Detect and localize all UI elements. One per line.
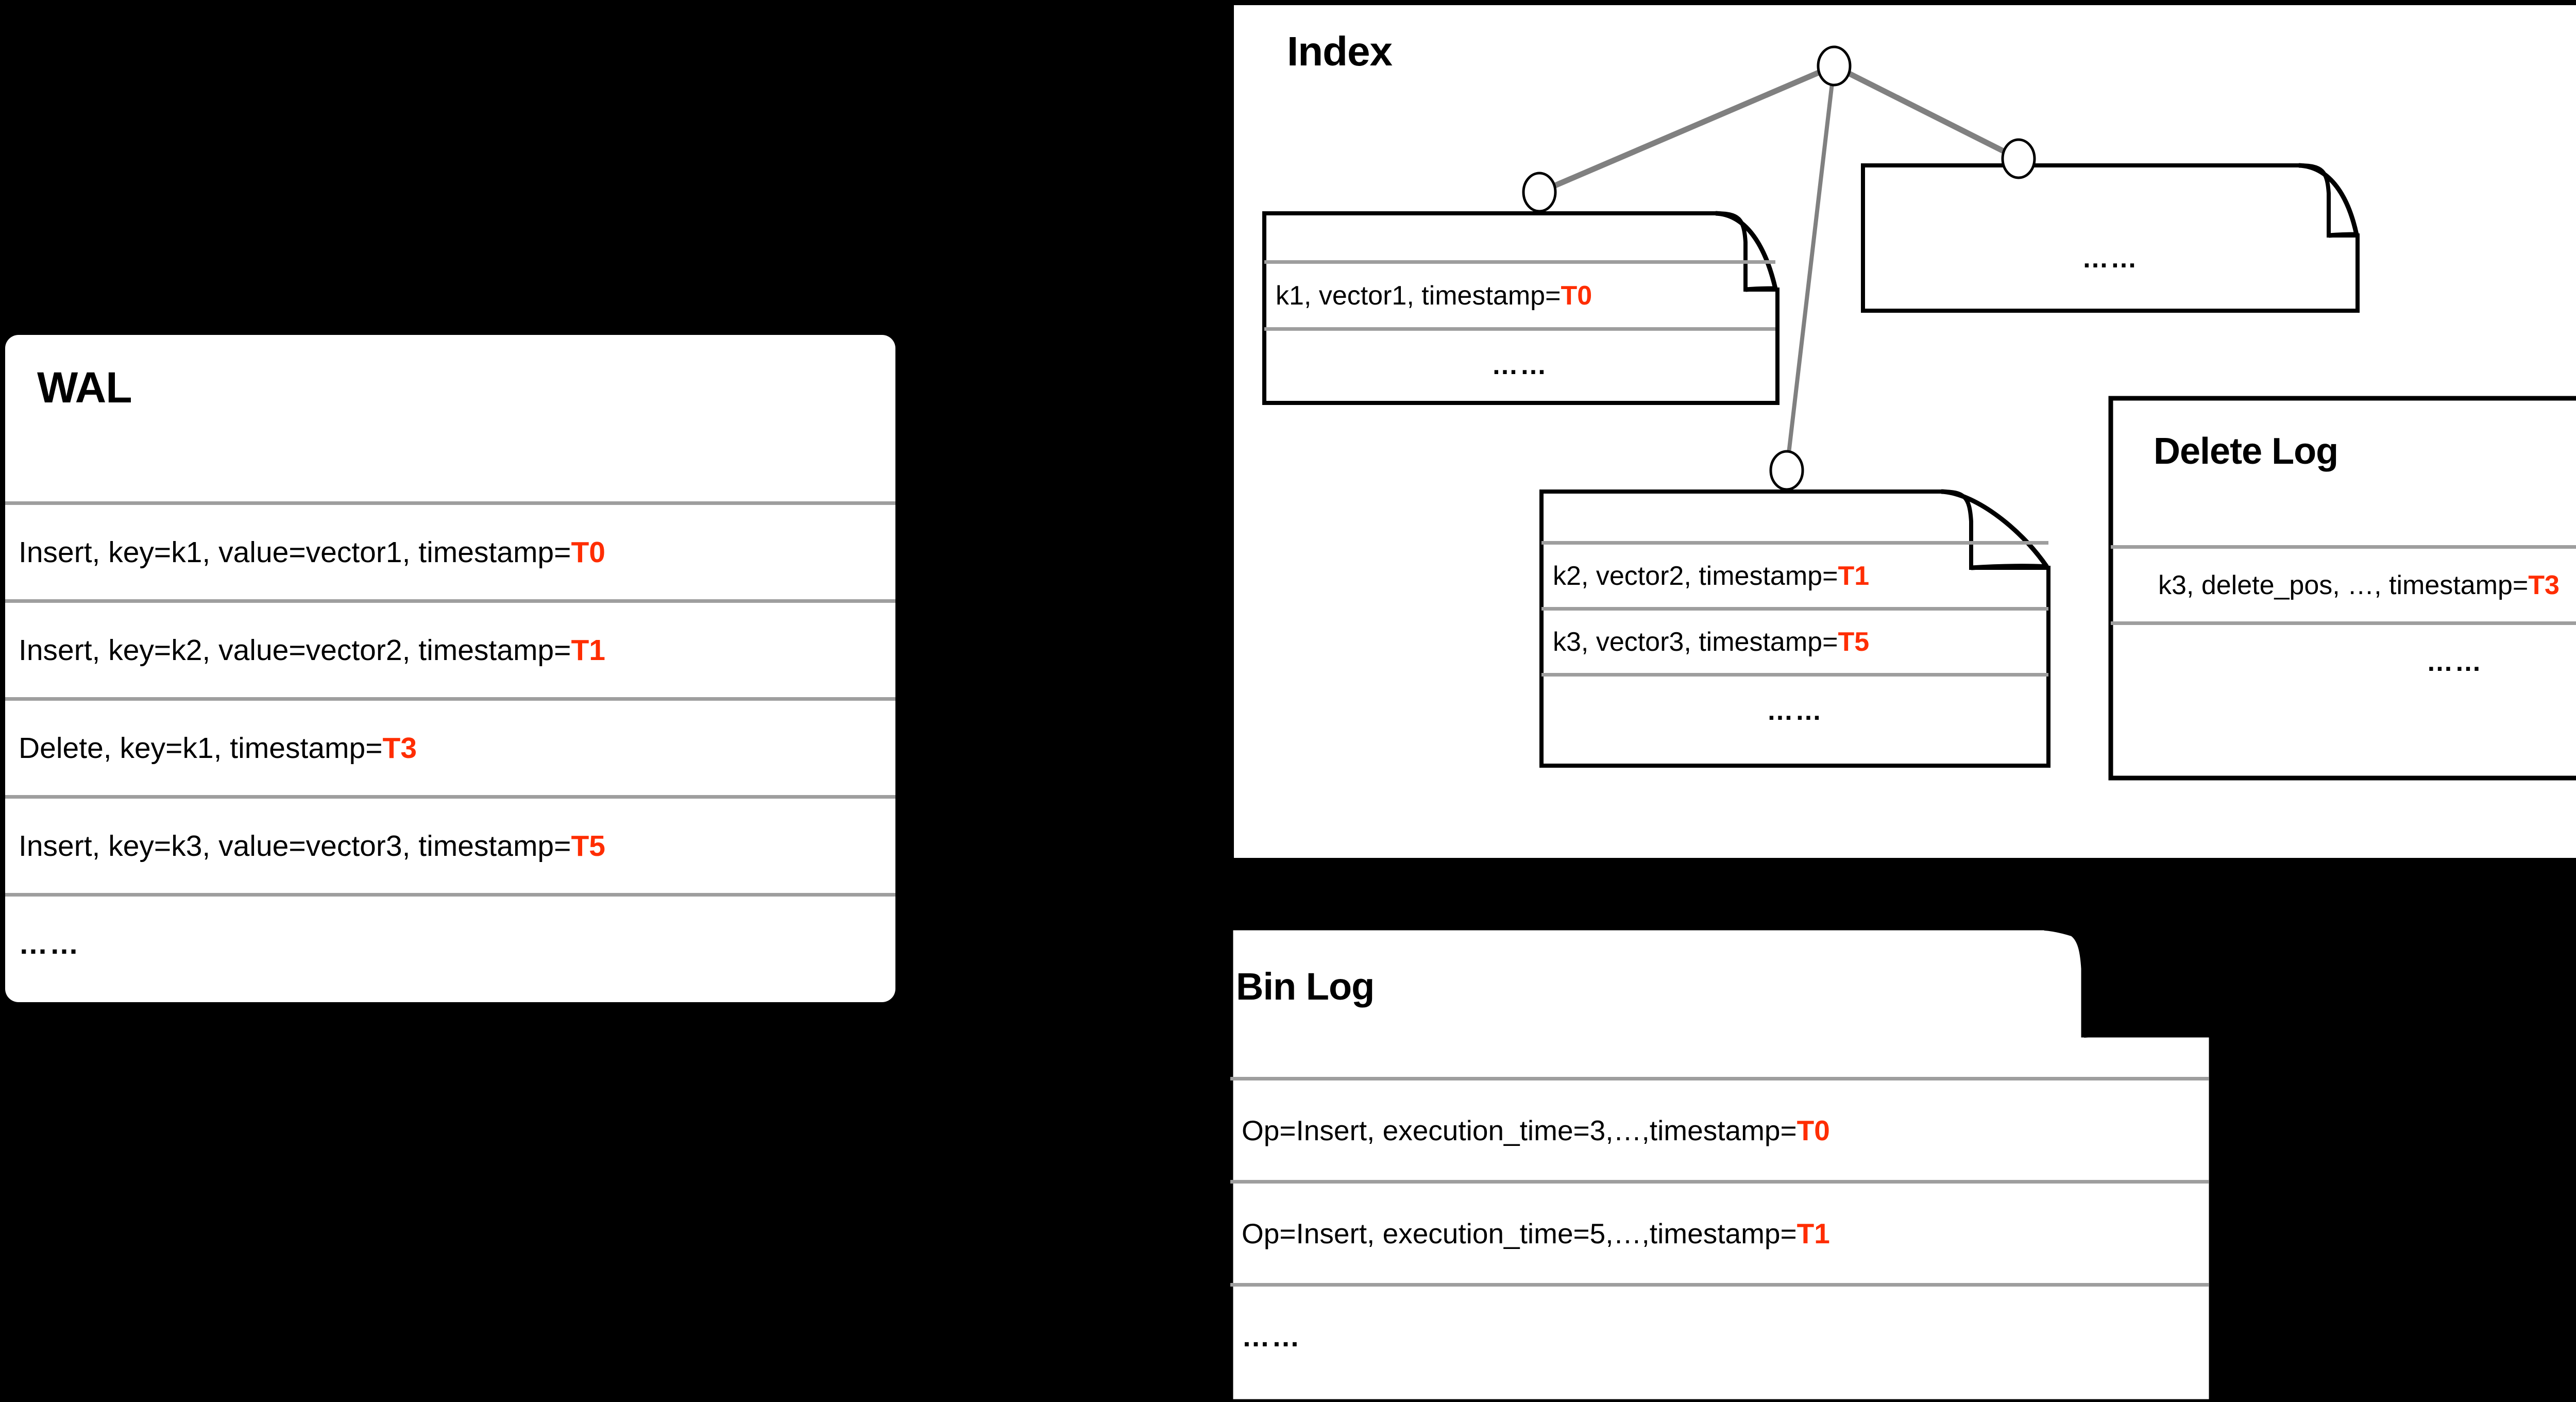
bin-log-row-2: …… — [1230, 1283, 2209, 1386]
bin-log-title: Bin Log — [1236, 965, 1375, 1008]
delete-log-outline — [2108, 396, 2576, 781]
segment-k2-k3-outline — [1539, 489, 2050, 768]
segment-k2-k3-row-0-text: k2, vector2, timestamp= — [1553, 561, 1838, 591]
wal-row-2: Delete, key=k1, timestamp=T3 — [5, 697, 895, 795]
bin-log-row-1: Op=Insert, execution_time=5,…,timestamp=… — [1230, 1180, 2209, 1283]
bin-log-row-1-text: Op=Insert, execution_time=5,…,timestamp= — [1242, 1217, 1797, 1249]
segment-k2-k3-row-list: k2, vector2, timestamp=T1 k3, vector3, t… — [1541, 541, 2048, 745]
segment-k2-k3-card: k2, vector2, timestamp=T1 k3, vector3, t… — [1539, 489, 2055, 768]
bin-log-row-2-text: …… — [1242, 1320, 1301, 1353]
segment-k1-row-0-text: k1, vector1, timestamp= — [1276, 280, 1561, 311]
segment-k2-k3-row-1: k3, vector3, timestamp=T5 — [1541, 607, 2048, 673]
segment-right-outline — [1861, 163, 2360, 313]
segment-k1-row-1-text: …… — [1492, 350, 1548, 380]
segment-k2-k3-row-0-timestamp: T1 — [1838, 561, 1870, 591]
bin-log-row-list: Op=Insert, execution_time=3,…,timestamp=… — [1230, 1077, 2209, 1386]
wal-row-3: Insert, key=k3, value=vector3, timestamp… — [5, 795, 895, 893]
bin-log-row-1-timestamp: T1 — [1797, 1217, 1830, 1249]
wal-row-list: Insert, key=k1, value=vector1, timestamp… — [5, 501, 895, 991]
wal-row-0-timestamp: T0 — [571, 535, 605, 569]
index-title: Index — [1287, 28, 1393, 74]
segment-k2-k3-row-0: k2, vector2, timestamp=T1 — [1541, 541, 2048, 607]
wal-row-4: …… — [5, 893, 895, 991]
delete-log-row-1: …… — [2111, 621, 2576, 699]
segment-right-row-0: …… — [1863, 228, 2358, 290]
wal-row-4-text: …… — [19, 927, 80, 960]
wal-row-2-timestamp: T3 — [382, 731, 417, 765]
segment-right-row-0-text: …… — [2082, 244, 2139, 274]
delete-log-card: Delete Log k3, delete_pos, …, timestamp=… — [2108, 396, 2576, 781]
wal-row-3-text: Insert, key=k3, value=vector3, timestamp… — [19, 829, 571, 863]
bin-log-row-0-timestamp: T0 — [1797, 1114, 1830, 1146]
segment-k2-k3-row-2: …… — [1541, 673, 2048, 745]
segment-right-row-list: …… — [1863, 228, 2358, 290]
segment-k2-k3-row-1-text: k3, vector3, timestamp= — [1553, 627, 1838, 657]
bin-log-card: Bin Log Op=Insert, execution_time=3,…,ti… — [1227, 924, 2222, 1402]
segment-k1-row-0: k1, vector1, timestamp=T0 — [1264, 260, 1775, 327]
wal-row-3-timestamp: T5 — [571, 829, 605, 863]
wal-panel: WAL Insert, key=k1, value=vector1, times… — [5, 335, 895, 1002]
delete-log-row-1-text: …… — [2426, 647, 2483, 677]
delete-log-row-0-text: k3, delete_pos, …, timestamp= — [2158, 570, 2529, 600]
delete-log-row-0: k3, delete_pos, …, timestamp=T3 — [2111, 545, 2576, 621]
bin-log-row-0: Op=Insert, execution_time=3,…,timestamp=… — [1230, 1077, 2209, 1180]
wal-row-1-timestamp: T1 — [571, 633, 605, 667]
segment-k1-row-1: …… — [1264, 327, 1775, 399]
wal-row-0-text: Insert, key=k1, value=vector1, timestamp… — [19, 535, 571, 569]
segment-k1-row-list: k1, vector1, timestamp=T0 …… — [1264, 260, 1775, 399]
delete-log-row-list: k3, delete_pos, …, timestamp=T3 …… — [2111, 545, 2576, 699]
segment-k2-k3-row-2-text: …… — [1767, 696, 1823, 726]
wal-row-2-text: Delete, key=k1, timestamp= — [19, 731, 383, 765]
wal-row-0: Insert, key=k1, value=vector1, timestamp… — [5, 501, 895, 599]
delete-log-title: Delete Log — [2154, 431, 2338, 472]
wal-row-1: Insert, key=k2, value=vector2, timestamp… — [5, 599, 895, 697]
segment-right-card: …… — [1861, 163, 2360, 313]
segment-k1-row-0-timestamp: T0 — [1561, 280, 1592, 311]
bin-log-row-0-text: Op=Insert, execution_time=3,…,timestamp= — [1242, 1114, 1797, 1146]
wal-row-1-text: Insert, key=k2, value=vector2, timestamp… — [19, 633, 571, 667]
segment-k1-card: k1, vector1, timestamp=T0 …… — [1262, 211, 1780, 405]
segment-k2-k3-row-1-timestamp: T5 — [1838, 627, 1870, 657]
wal-title: WAL — [37, 363, 132, 412]
delete-log-row-0-timestamp: T3 — [2528, 570, 2560, 600]
